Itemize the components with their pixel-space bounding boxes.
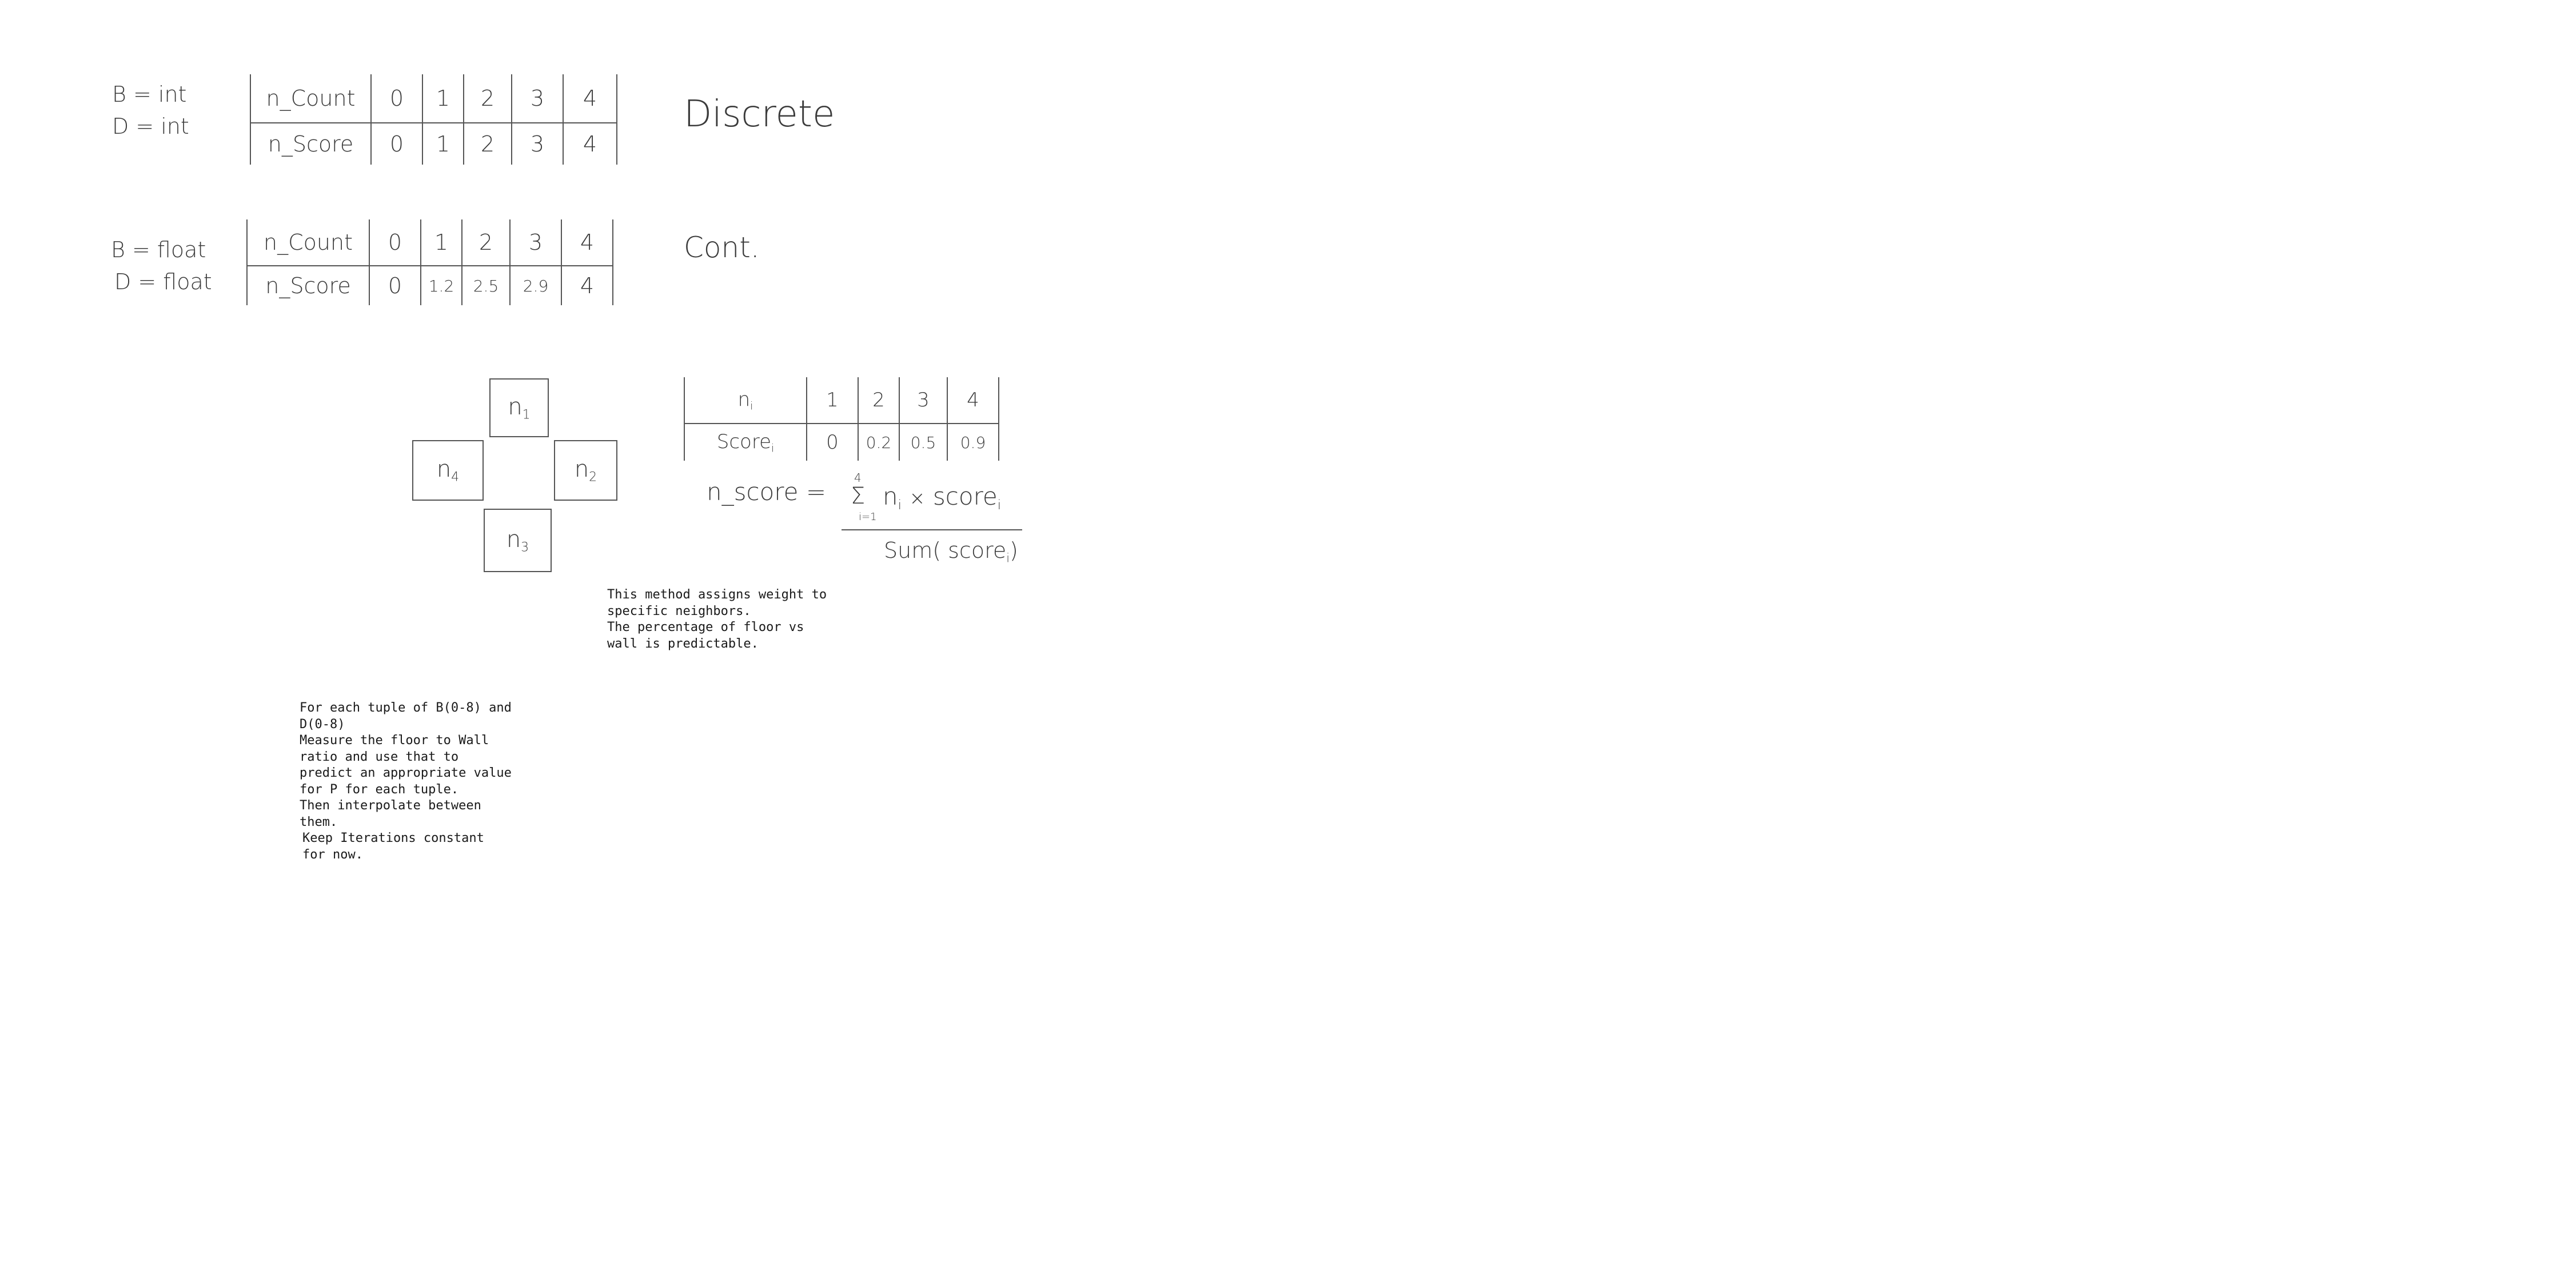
plan-note-continued: Keep Iterations constant for now.: [302, 831, 484, 862]
formula-fraction-line: [842, 529, 1022, 530]
discrete-row-label-score: n_Score: [250, 123, 372, 165]
continuous-score-cell: 2.5: [461, 266, 511, 305]
continuous-row-label-count: n_Count: [246, 219, 370, 266]
discrete-score-cell: 2: [463, 123, 512, 165]
discrete-table: n_Count 0 1 2 3 4 n_Score 0 1 2 3 4: [250, 74, 617, 165]
continuous-count-cell: 0: [369, 219, 421, 266]
discrete-score-cell: 4: [563, 123, 617, 165]
formula-sum-lower: i=1: [859, 511, 877, 523]
neighbor-box-2: n2: [554, 440, 617, 501]
weights-index-cell: 2: [858, 377, 900, 424]
continuous-score-cell: 4: [561, 266, 613, 305]
formula-sum-symbol: Σ: [851, 483, 866, 509]
continuous-label: Cont.: [684, 231, 760, 264]
neighbor-label-1: n1: [508, 393, 531, 422]
continuous-condition-d: D = float: [114, 269, 212, 294]
continuous-count-cell: 4: [561, 219, 613, 266]
formula-sum-upper: 4: [854, 471, 862, 485]
continuous-score-cell: 2.9: [509, 266, 562, 305]
neighbor-label-4: n4: [436, 456, 460, 485]
weights-score-cell: 0: [806, 424, 859, 461]
discrete-score-cell: 1: [422, 123, 464, 165]
continuous-condition-b: B = float: [111, 237, 206, 262]
discrete-count-cell: 4: [563, 74, 617, 123]
weights-header-label: ni: [684, 377, 807, 424]
discrete-count-cell: 1: [422, 74, 464, 123]
continuous-score-cell: 1.2: [420, 266, 462, 305]
discrete-count-cell: 0: [370, 74, 423, 123]
weights-score-cell: 0.9: [947, 424, 999, 461]
weights-index-cell: 3: [899, 377, 948, 424]
continuous-count-cell: 1: [420, 219, 462, 266]
continuous-count-cell: 2: [461, 219, 511, 266]
plan-note: For each tuple of B(0-8) and D(0-8) Meas…: [300, 701, 512, 829]
weights-index-cell: 1: [806, 377, 859, 424]
neighbor-label-2: n2: [574, 456, 597, 485]
continuous-row-label-score: n_Score: [246, 266, 370, 305]
neighbor-label-3: n3: [506, 526, 529, 555]
discrete-row-label-count: n_Count: [250, 74, 372, 123]
weights-score-cell: 0.2: [858, 424, 900, 461]
continuous-table: n_Count 0 1 2 3 4 n_Score 0 1.2 2.5 2.9 …: [246, 219, 613, 305]
weights-table: ni 1 2 3 4 Scorei 0 0.2 0.5 0.9: [684, 377, 999, 461]
weights-score-label: Scorei: [684, 424, 807, 461]
formula-numerator: ni × scorei: [883, 482, 1002, 513]
discrete-condition-d: D = int: [112, 114, 189, 139]
neighbor-box-4: n4: [412, 440, 484, 501]
weights-index-cell: 4: [947, 377, 999, 424]
discrete-count-cell: 3: [511, 74, 564, 123]
continuous-count-cell: 3: [509, 219, 562, 266]
neighbor-box-3: n3: [484, 509, 552, 572]
method-note: This method assigns weight to specific n…: [607, 588, 827, 651]
discrete-label: Discrete: [684, 93, 835, 135]
discrete-score-cell: 3: [511, 123, 564, 165]
discrete-count-cell: 2: [463, 74, 512, 123]
formula-denominator: Sum( scorei): [884, 538, 1018, 565]
continuous-score-cell: 0: [369, 266, 421, 305]
neighbor-box-1: n1: [489, 378, 549, 437]
discrete-score-cell: 0: [370, 123, 423, 165]
discrete-condition-b: B = int: [112, 82, 187, 107]
formula-lhs: n_score =: [707, 478, 827, 506]
weights-score-cell: 0.5: [899, 424, 948, 461]
